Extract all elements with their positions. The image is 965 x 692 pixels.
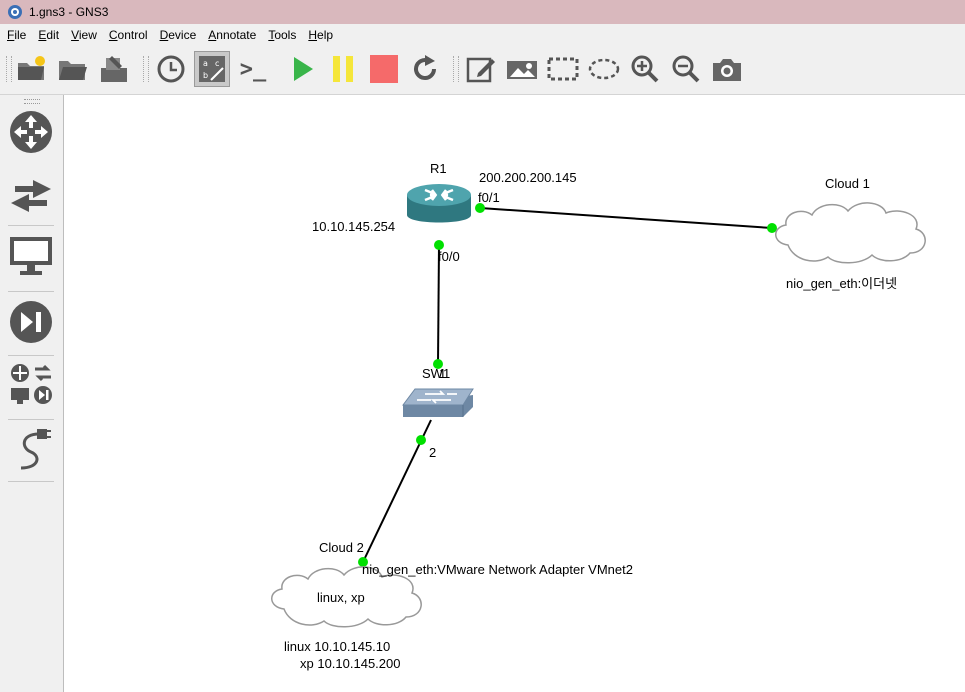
port-dot-r1-f0-0[interactable] bbox=[434, 240, 444, 250]
cloud2-name[interactable]: Cloud 2 bbox=[319, 540, 364, 555]
monitor-icon bbox=[10, 237, 52, 275]
picture-icon bbox=[507, 61, 537, 79]
port-label-sw1-1[interactable]: 1 bbox=[439, 366, 447, 381]
menu-control[interactable]: Control bbox=[108, 28, 148, 42]
browse-switches-button[interactable] bbox=[6, 171, 56, 221]
console-icon: >_ bbox=[239, 56, 267, 82]
reload-icon bbox=[414, 55, 436, 80]
add-note-button[interactable] bbox=[463, 51, 499, 87]
rectangle-icon bbox=[547, 57, 579, 81]
svg-text:a: a bbox=[203, 59, 208, 68]
show-interface-labels-button[interactable]: a c b bbox=[194, 51, 230, 87]
save-icon bbox=[101, 56, 127, 82]
router-r1-name[interactable]: R1 bbox=[430, 161, 447, 176]
pause-icon bbox=[333, 56, 353, 82]
svg-text:c: c bbox=[215, 59, 219, 68]
cloud2-nio-label[interactable]: nio_gen_eth:VMware Network Adapter VMnet… bbox=[362, 562, 633, 577]
browse-routers-button[interactable] bbox=[6, 107, 56, 157]
edit-note-icon bbox=[466, 57, 495, 83]
snapshot-clock-button[interactable] bbox=[153, 51, 189, 87]
clock-icon bbox=[157, 55, 185, 83]
menu-view[interactable]: View bbox=[71, 28, 97, 42]
zoom-in-icon bbox=[631, 55, 659, 83]
menu-device[interactable]: Device bbox=[159, 28, 197, 42]
open-folder-icon bbox=[59, 61, 87, 80]
play-pause-icon bbox=[10, 301, 52, 343]
camera-icon bbox=[713, 59, 741, 81]
cable-icon bbox=[20, 429, 51, 470]
play-icon bbox=[294, 57, 313, 81]
toolbar-grip bbox=[6, 56, 12, 82]
switch-sw1-name[interactable]: SW1 bbox=[422, 366, 451, 381]
ellipse-icon bbox=[588, 58, 620, 80]
switch-category-icon bbox=[11, 180, 51, 212]
stop-all-button[interactable] bbox=[366, 51, 402, 87]
window-title: 1.gns3 - GNS3 bbox=[29, 5, 109, 19]
port-dot-sw1-2[interactable] bbox=[416, 435, 426, 445]
browse-end-devices-button[interactable] bbox=[6, 231, 56, 281]
console-all-button[interactable]: >_ bbox=[235, 51, 271, 87]
draw-rectangle-button[interactable] bbox=[545, 51, 581, 87]
title-bar: 1.gns3 - GNS3 bbox=[0, 0, 965, 24]
main-toolbar: a c b >_ bbox=[0, 46, 965, 95]
zoom-out-icon bbox=[672, 55, 700, 83]
add-link-button[interactable] bbox=[6, 423, 56, 473]
port-label-f0-0[interactable]: f0/0 bbox=[438, 249, 460, 264]
router-r1-ip-right[interactable]: 200.200.200.145 bbox=[479, 170, 577, 185]
port-dot-cloud1[interactable] bbox=[767, 223, 777, 233]
svg-text:b: b bbox=[203, 71, 208, 80]
device-dock bbox=[0, 95, 64, 692]
zoom-in-button[interactable] bbox=[627, 51, 663, 87]
menu-help[interactable]: Help bbox=[308, 28, 334, 42]
suspend-all-button[interactable] bbox=[325, 51, 361, 87]
browse-security-devices-button[interactable] bbox=[6, 297, 56, 347]
note-xp-ip[interactable]: xp 10.10.145.200 bbox=[300, 656, 401, 671]
browse-all-devices-button[interactable] bbox=[6, 359, 56, 409]
dock-grip bbox=[24, 99, 40, 104]
menu-edit[interactable]: Edit bbox=[38, 28, 60, 42]
cloud1-nio-label[interactable]: nio_gen_eth:이더넷 bbox=[786, 276, 898, 291]
port-label-sw1-2[interactable]: 2 bbox=[429, 445, 437, 460]
port-label-f0-1[interactable]: f0/1 bbox=[478, 190, 500, 205]
topology-canvas[interactable]: R1 200.200.200.145 f0/1 10.10.145.254 f0… bbox=[64, 95, 965, 692]
start-all-button[interactable] bbox=[284, 51, 320, 87]
open-project-button[interactable] bbox=[55, 51, 91, 87]
cloud2-icon[interactable] bbox=[266, 561, 424, 631]
note-linux-ip[interactable]: linux 10.10.145.10 bbox=[284, 639, 391, 654]
interface-labels-icon: a c b bbox=[199, 56, 225, 82]
router-category-icon bbox=[10, 111, 52, 153]
reload-all-button[interactable] bbox=[407, 51, 443, 87]
switch-sw1-icon[interactable] bbox=[401, 385, 475, 421]
port-dot-r1-f0-1[interactable] bbox=[475, 203, 485, 213]
save-project-button[interactable] bbox=[96, 51, 132, 87]
link-r1-cloud1[interactable] bbox=[479, 207, 773, 229]
menu-bar: File Edit View Control Device Annotate T… bbox=[0, 24, 965, 46]
links-layer bbox=[358, 203, 777, 567]
all-devices-icon bbox=[11, 364, 52, 404]
screenshot-button[interactable] bbox=[709, 51, 745, 87]
port-dot-sw1-1[interactable] bbox=[433, 359, 443, 369]
menu-tools[interactable]: Tools bbox=[268, 28, 297, 42]
stop-icon bbox=[370, 55, 398, 83]
menu-annotate[interactable]: Annotate bbox=[208, 28, 257, 42]
zoom-out-button[interactable] bbox=[668, 51, 704, 87]
cloud2-inner-text[interactable]: linux, xp bbox=[317, 590, 365, 605]
menu-file[interactable]: File bbox=[7, 28, 27, 42]
link-r1-sw1[interactable] bbox=[437, 244, 440, 365]
cloud1-name[interactable]: Cloud 1 bbox=[825, 176, 870, 191]
cloud1-icon[interactable] bbox=[770, 197, 930, 267]
draw-ellipse-button[interactable] bbox=[586, 51, 622, 87]
router-r1-ip-left[interactable]: 10.10.145.254 bbox=[312, 219, 396, 234]
router-r1-icon[interactable] bbox=[405, 181, 473, 229]
new-folder-icon bbox=[18, 56, 45, 80]
gns3-app-icon bbox=[8, 5, 22, 19]
port-dot-cloud2[interactable] bbox=[358, 557, 368, 567]
new-project-button[interactable] bbox=[14, 51, 50, 87]
insert-picture-button[interactable] bbox=[504, 51, 540, 87]
